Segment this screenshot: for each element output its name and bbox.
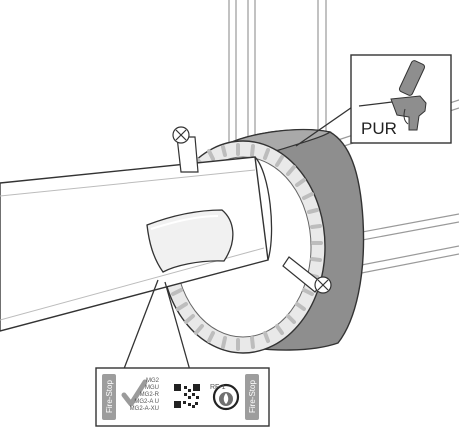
qr-block	[192, 405, 195, 408]
label-side-band-left	[102, 374, 116, 420]
collar-tooth	[275, 324, 284, 335]
rf-logo-icon: RF-1	[210, 383, 240, 411]
check-icon	[121, 379, 148, 407]
collar-tooth	[307, 208, 319, 214]
collar-tooth	[171, 288, 183, 296]
foam-gun-trigger	[403, 108, 409, 125]
collar-tooth	[295, 178, 306, 187]
label-code-line: MG2	[146, 378, 160, 384]
collar-tooth	[207, 149, 215, 161]
collar-tooth	[194, 324, 204, 335]
label-callout: Fire-Stop Fire-Stop MG2 MGU MG2-R MG2-A …	[95, 367, 270, 427]
collar-tooth	[263, 331, 270, 343]
screw-slot	[175, 129, 187, 141]
foam-gun-body	[390, 95, 427, 131]
collar-tooth	[295, 302, 306, 311]
bracket-strap	[282, 256, 323, 293]
collar-tooth	[302, 288, 314, 296]
qr-block	[188, 403, 191, 406]
collar-tooth	[176, 302, 188, 311]
collar-tooth	[221, 145, 227, 157]
foam-nozzle	[358, 101, 393, 107]
qr-block	[188, 396, 191, 399]
pipe-inner-edge	[0, 169, 256, 197]
qr-block	[192, 393, 195, 396]
collar-tooth	[207, 331, 215, 343]
label-patch-highlight	[150, 215, 219, 230]
collar-tooth	[275, 155, 284, 167]
collar-tooth	[263, 148, 270, 160]
qr-block	[196, 396, 199, 399]
pur-label: PUR	[361, 119, 397, 138]
rf-logo-text: RF-1	[210, 384, 226, 391]
pipe-label-patch	[146, 209, 234, 273]
collar-tooth	[184, 314, 195, 324]
qr-block	[184, 386, 187, 389]
label-patch-shape	[146, 209, 234, 273]
qr-code-icon	[173, 383, 201, 409]
collar-tooth	[250, 336, 255, 349]
foam-can	[398, 60, 426, 96]
pipe-end-arc	[254, 156, 273, 261]
rf-logo-flame	[223, 393, 229, 404]
label-right-vertical-text: Fire-Stop	[248, 380, 257, 413]
label-code-line: MG2-A U	[134, 399, 159, 405]
collar-tooth	[310, 224, 322, 229]
label-side-band-right	[245, 374, 259, 420]
qr-block	[174, 401, 181, 408]
collar-tooth	[286, 165, 296, 176]
collar-tooth	[221, 336, 227, 349]
label-leader-line	[121, 279, 159, 375]
label-leader-line	[164, 281, 192, 375]
bracket-right	[282, 256, 332, 294]
label-code-line: MG2-A-XU	[130, 406, 159, 412]
callout-leaders	[121, 102, 359, 375]
label-code-line: MGU	[145, 385, 159, 391]
pur-callout: PUR	[350, 54, 452, 144]
collar-tooth	[250, 144, 255, 157]
bracket-top	[172, 126, 199, 173]
collar-tooth	[286, 314, 296, 324]
label-left-vertical-text: Fire-Stop	[105, 380, 114, 413]
qr-block	[183, 401, 186, 404]
qr-block	[174, 384, 181, 391]
qr-block	[193, 384, 200, 391]
qr-block	[195, 402, 198, 405]
label-code-line: MG2-R	[140, 392, 160, 398]
collar-tooth	[302, 192, 314, 200]
collar-tooth	[310, 257, 322, 262]
qr-block	[184, 393, 187, 396]
pur-leader-line	[295, 102, 359, 147]
brackets	[172, 126, 332, 294]
screw-slot	[317, 279, 329, 291]
qr-block	[188, 389, 191, 392]
foam-gun-icon	[358, 60, 427, 131]
